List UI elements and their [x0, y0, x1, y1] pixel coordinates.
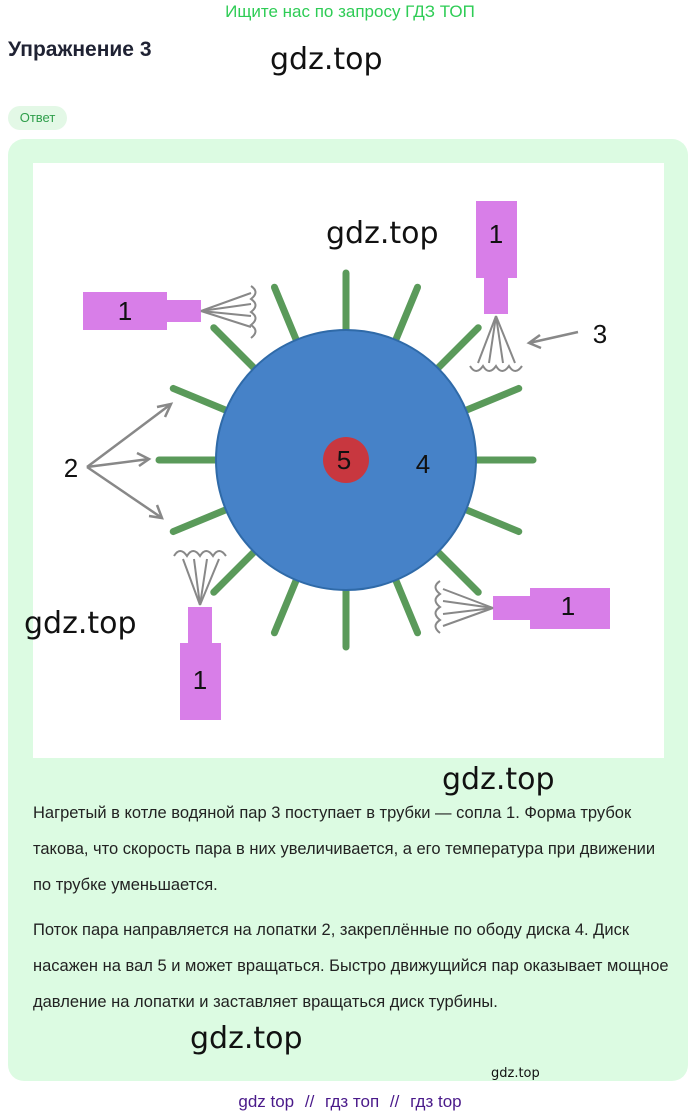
- blade: [270, 574, 301, 637]
- blade: [433, 324, 482, 373]
- blade: [391, 283, 422, 346]
- blade: [210, 547, 259, 596]
- label-nozzle: 1: [489, 219, 503, 249]
- steam-pointer: 3: [526, 319, 607, 350]
- top-banner[interactable]: Ищите нас по запросу ГДЗ ТОП: [225, 2, 475, 21]
- watermark: gdz.top: [326, 216, 439, 251]
- exercise-title: Упражнение 3: [8, 38, 152, 61]
- watermark: gdz.top: [442, 762, 555, 797]
- label-nozzle: 1: [193, 665, 207, 695]
- label-shaft: 5: [337, 445, 351, 475]
- bottom-link-2[interactable]: гдз топ: [325, 1092, 380, 1111]
- watermark: gdz.top: [270, 42, 383, 77]
- blade: [433, 547, 482, 596]
- shaft: [323, 437, 369, 483]
- nozzle-top-right: 1: [469, 201, 523, 372]
- watermark: gdz.top: [24, 606, 137, 641]
- nozzle-top-left: 1: [83, 285, 257, 339]
- label-nozzle: 1: [118, 296, 132, 326]
- blade: [391, 574, 422, 637]
- turbine-diagram: 5 4 1 1: [64, 201, 610, 720]
- label-nozzle: 1: [561, 591, 575, 621]
- bottom-link-1[interactable]: gdz top: [238, 1092, 295, 1111]
- nozzle-bottom-right: 1: [434, 580, 610, 634]
- label-blades: 2: [64, 453, 78, 483]
- paragraph-1: Нагретый в котле водяной пар 3 поступает…: [33, 804, 656, 894]
- blades-group: [155, 269, 537, 651]
- label-steam: 3: [593, 319, 607, 349]
- blade: [169, 384, 232, 415]
- separator: //: [389, 1092, 400, 1111]
- answer-badge[interactable]: Ответ: [8, 106, 67, 130]
- label-disk: 4: [416, 449, 430, 479]
- nozzle-bottom-left: 1: [173, 550, 227, 720]
- separator: //: [304, 1092, 315, 1111]
- blade: [210, 324, 259, 373]
- watermark-small: gdz.top: [491, 1066, 540, 1081]
- blade: [460, 384, 523, 415]
- paragraph-2: Поток пара направляется на лопатки 2, за…: [33, 921, 669, 1011]
- bottom-link-3[interactable]: гдз top: [410, 1092, 462, 1111]
- blades-pointer: 2: [64, 402, 174, 520]
- blade: [460, 505, 523, 536]
- watermark: gdz.top: [190, 1021, 303, 1056]
- blade: [270, 283, 301, 346]
- turbine-figure: 5 4 1 1: [33, 163, 664, 758]
- bottom-links: gdz top // гдз топ // гдз top: [0, 1092, 700, 1112]
- blade: [169, 505, 232, 536]
